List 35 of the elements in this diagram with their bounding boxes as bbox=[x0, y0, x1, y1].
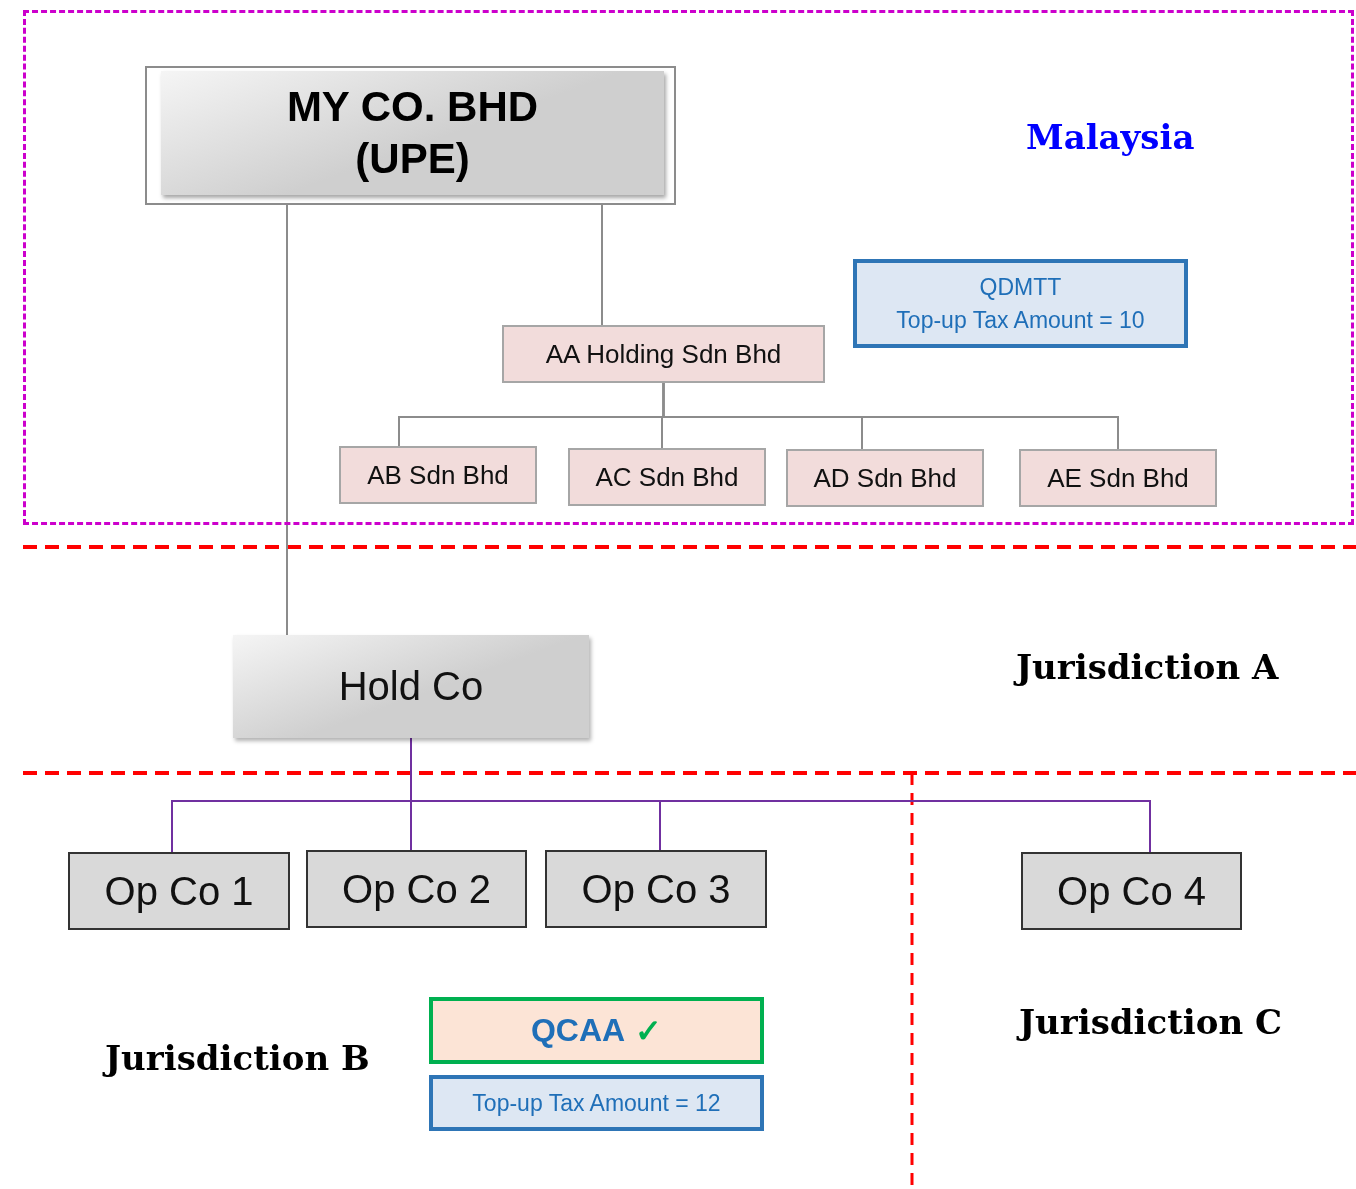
entity-box bbox=[502, 325, 825, 383]
company-frame bbox=[145, 66, 676, 205]
entity-name: Op Co 2 bbox=[341, 866, 492, 912]
region-label: Malaysia bbox=[1026, 117, 1195, 157]
entity-name: AD Sdn Bhd bbox=[812, 462, 958, 494]
entity-box bbox=[233, 635, 589, 738]
tax-heading: QDMTT bbox=[978, 273, 1063, 303]
entity-name: Op Co 4 bbox=[1056, 868, 1207, 914]
tax-box bbox=[853, 259, 1188, 348]
entity-name: Op Co 3 bbox=[580, 866, 732, 912]
entity-box bbox=[568, 448, 766, 506]
qcaa-heading: QCAA bbox=[530, 1012, 626, 1049]
connector-line bbox=[601, 204, 603, 326]
connector-line bbox=[662, 382, 1119, 450]
region-boundary bbox=[23, 10, 1354, 525]
entity-box bbox=[339, 446, 537, 504]
entity-box bbox=[545, 850, 767, 928]
entity-box bbox=[1019, 449, 1217, 507]
tax-box bbox=[429, 1075, 764, 1131]
entity-name: AE Sdn Bhd bbox=[1046, 462, 1190, 494]
entity-name: AC Sdn Bhd bbox=[594, 461, 740, 493]
entity-box bbox=[306, 850, 527, 928]
entity-name: AB Sdn Bhd bbox=[366, 459, 510, 491]
connector-line bbox=[286, 204, 288, 636]
entity-name: Op Co 1 bbox=[103, 868, 255, 914]
check-mark: ✓ bbox=[635, 1011, 663, 1050]
entity-box bbox=[786, 449, 984, 507]
entity-box bbox=[68, 852, 290, 930]
tax-amount: Top-up Tax Amount = 12 bbox=[471, 1088, 722, 1118]
qcaa-box bbox=[429, 997, 764, 1064]
entity-name: AA Holding Sdn Bhd bbox=[544, 338, 783, 370]
tax-amount: Top-up Tax Amount = 10 bbox=[895, 305, 1146, 335]
entity-box bbox=[1021, 852, 1242, 930]
entity-name: Hold Co bbox=[337, 664, 485, 709]
company-box: MY CO. BHD (UPE) bbox=[161, 71, 664, 195]
